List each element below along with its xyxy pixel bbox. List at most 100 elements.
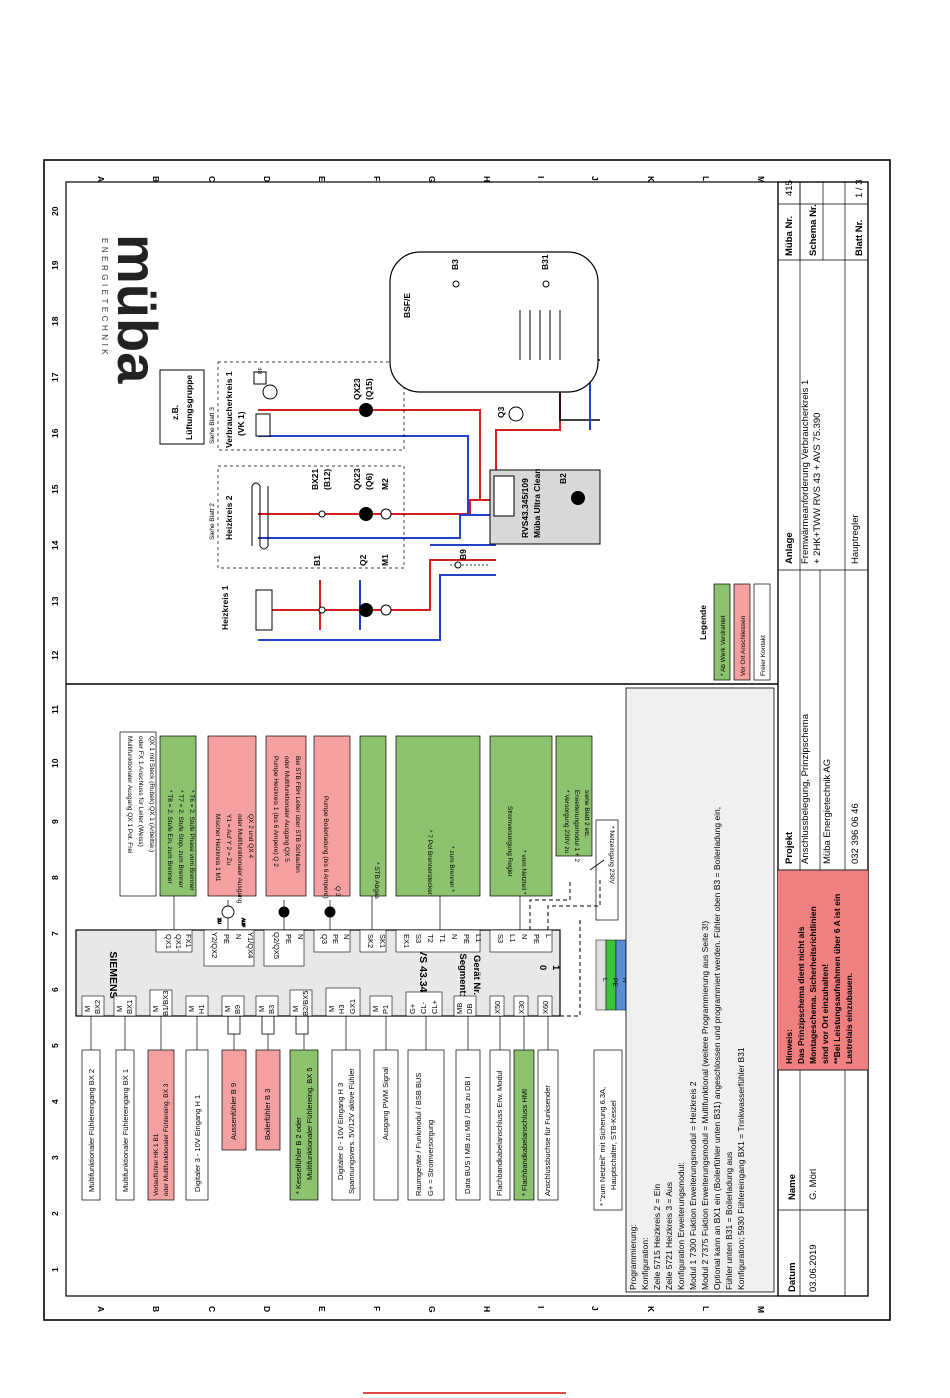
grid-row: E: [317, 176, 327, 182]
schematic-label: Müba Energietechnik AG: [822, 759, 833, 864]
schematic-label: L: [601, 978, 608, 982]
schematic-shape: [489, 995, 505, 1017]
schematic-shape: [255, 995, 279, 1017]
schematic-shape: [453, 995, 477, 1017]
schematic-shape: [489, 929, 553, 953]
boiler-model: RVS43.345/109: [520, 478, 530, 538]
burner-icon: [571, 491, 585, 505]
label-box: [331, 1049, 361, 1201]
tank-coil-icon: [519, 310, 561, 360]
schematic-label: sind vor Ort einzuhalten!: [820, 964, 830, 1064]
schematic-label: Q2: [358, 554, 368, 566]
pump-q2-icon: [359, 603, 373, 617]
schematic-label: * Netzeingang 230V: [608, 826, 615, 884]
left-label-boxes: Multifunktionaler Fühlereingang BX 2 Mul…: [81, 1049, 623, 1211]
boiler-display: [493, 475, 515, 517]
schematic-label: N: [520, 934, 529, 939]
grid-col: 12: [50, 650, 60, 660]
schematic-label: * T8 = 2. Stufe Ein, zum Brenner: [166, 790, 173, 884]
schematic-label: Fühler unten B31 = Boilerladung aus: [724, 1152, 734, 1290]
controller-brand: SIEMENS: [107, 951, 119, 998]
grid-col: 20: [50, 206, 60, 216]
schematic-label: CL-: [419, 1001, 428, 1014]
supply-wiring: [529, 880, 601, 1017]
floor-heating-icon: [251, 482, 269, 550]
schematic-label: M: [371, 1006, 380, 1012]
label-text: Multifunktionaler Fühlereingang BX 2: [87, 1069, 96, 1192]
schematic-label: * 7 Pol Brennerstecker: [426, 830, 433, 896]
schematic-label: Verbraucherkreis 1: [224, 371, 234, 448]
schematic-label: RF: [258, 367, 264, 374]
label-text: Digitaler 3 - 10V Eingang H 1: [193, 1095, 202, 1192]
left-terminal-strip: M BX2 M BX1 M B1/BX3 M H1 M B9 M B3 M B2…: [81, 987, 553, 1017]
schematic-shape: [359, 735, 387, 897]
label-text: Raumgeräte / Funkmodul / BSB BUS: [414, 1073, 423, 1196]
schematic-label: S3: [496, 934, 505, 943]
schematic-label: H1: [197, 1004, 206, 1014]
pump-icon: [324, 906, 336, 918]
schematic-label: Hauptregler: [850, 514, 861, 564]
schematic-label: L1: [508, 934, 517, 942]
schematic-shape: [778, 870, 868, 1070]
schematic-label: N: [621, 978, 628, 983]
schematic-label: B2/BX5: [301, 991, 310, 1016]
pump-q3: Q3: [496, 406, 524, 422]
schematic-label: PE: [284, 934, 293, 944]
schematic-shape: [119, 731, 157, 897]
mixer-symbol-close: ZU: [217, 918, 222, 924]
schematic-label: DB: [465, 1004, 474, 1014]
schematic-label: BX2: [93, 1000, 102, 1014]
schematic-label: Schema Nr.: [808, 204, 819, 256]
grid-row: M: [756, 1306, 766, 1313]
schematic-label: Heizkreis 2: [224, 495, 234, 540]
grid-col: 11: [50, 705, 60, 714]
schematic-label: X50: [493, 1001, 502, 1014]
schematic-label: B1/BX3: [161, 991, 170, 1016]
schematic-shape: [595, 819, 619, 921]
schematic-label: Datum: [787, 1262, 798, 1292]
schematic-shape: [395, 735, 481, 897]
label-text: Boilerfühler B 3: [263, 1089, 272, 1140]
schematic-label: QX1: [164, 934, 173, 949]
schematic-label: Programmierung:: [628, 1224, 638, 1290]
schematic-shape: [81, 995, 105, 1017]
schematic-label: M: [257, 1006, 266, 1012]
schematic-shape: [263, 929, 305, 967]
mixer-motor-icon: [221, 905, 235, 919]
schematic-shape: [489, 735, 553, 897]
schematic-label: L1: [474, 934, 483, 942]
schematic-label: Bei STB FBH Leiter über STB Schlaufen: [294, 756, 301, 873]
schematic-label: oder Multifunktionaler Ausgang: [236, 814, 243, 904]
schematic-shape: [313, 735, 351, 897]
pump-q3-icon: [508, 406, 524, 422]
schematic-label: Y2/QX2: [210, 932, 219, 958]
grid-row: G: [427, 1306, 437, 1313]
schematic-shape: [221, 995, 245, 1017]
controller-device-label: Gerät Nr.: [471, 955, 482, 995]
schematic-shape: [217, 361, 405, 451]
schematic-label: (B12): [322, 469, 332, 490]
grid-row: H: [482, 176, 492, 182]
schematic-label: Pumpe Boilerladung (bis 6 Ampere): [322, 796, 329, 899]
schematic-label: EX1: [402, 934, 411, 948]
circuit2-dashed: [217, 465, 405, 569]
grid-col: 8: [50, 875, 60, 880]
grid-row: H: [482, 1306, 492, 1312]
schematic-label: N: [450, 934, 459, 939]
label-text: Digitaler 0 - 10V Eingang H 3: [336, 1083, 345, 1180]
schematic-label: * T7 = 2. Stufe Stop, zum Brenner: [177, 790, 184, 888]
schematic-label: M: [223, 1006, 232, 1012]
grid-col: 1: [50, 1267, 60, 1272]
schematic-shape: [289, 989, 313, 1017]
schematic-label: * Versorgung 230V zu: [563, 790, 570, 854]
schematic-label: oder Multifunktionaler Ausgang QX 5: [283, 756, 290, 862]
grid-row: D: [262, 176, 272, 182]
schematic-label: Anschlussbelegung, Prinzipschema: [800, 713, 811, 864]
schematic-label: Name: [787, 1174, 798, 1200]
schematic-label: BX1: [125, 1000, 134, 1014]
mixer-m2-icon: [380, 508, 392, 520]
sensor-bx21-icon: [318, 510, 326, 518]
schematic-shape: [615, 939, 627, 1011]
schematic-shape: [159, 735, 197, 897]
